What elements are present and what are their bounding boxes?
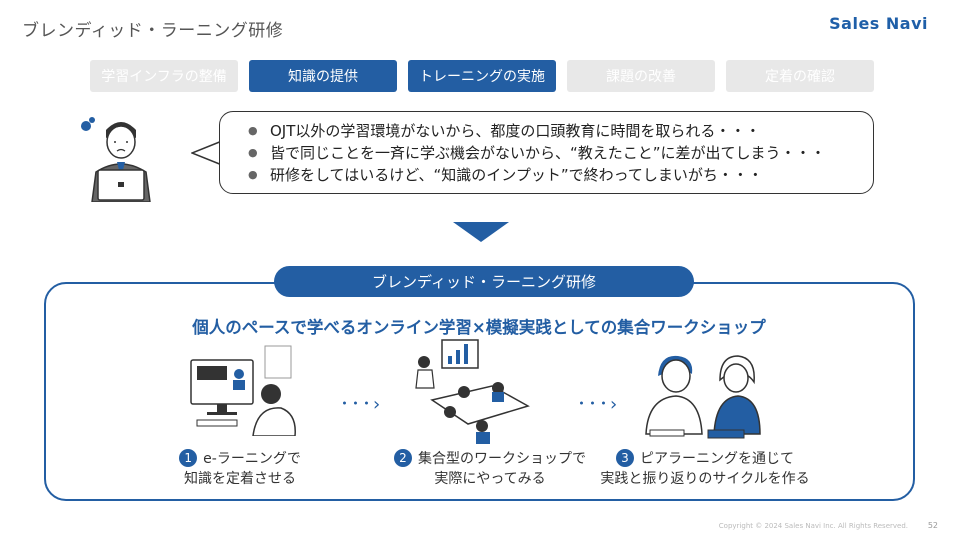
solution-headline: 個人のペースで学べるオンライン学習×模擬実践としての集合ワークショップ: [192, 318, 766, 337]
page-number: 52: [927, 521, 938, 530]
workshop-illustration: [415, 339, 530, 444]
problems-bubble: OJT以外の学習環境がないから、都度の口頭教育に時間を取られる・・・ 皆で同じこ…: [219, 111, 874, 194]
down-arrow-icon: [453, 222, 509, 242]
flow-arrow-icon: ･･･›: [340, 394, 383, 415]
number-badge: 1: [179, 449, 198, 467]
problem-item: 皆で同じことを一斉に学ぶ機会がないから、“教えたこと”に差が出てしまう・・・: [248, 142, 873, 164]
page-title: ブレンディッド・ラーニング研修: [22, 21, 284, 41]
speech-bubble-tail: [191, 140, 223, 166]
problem-item: OJT以外の学習環境がないから、都度の口頭教育に時間を取られる・・・: [248, 120, 873, 142]
problem-item: 研修をしてはいるけど、“知識のインプット”で終わってしまいがち・・・: [248, 164, 873, 186]
worried-person-illustration: [81, 117, 151, 202]
solution-label: ブレンディッド・ラーニング研修: [274, 266, 694, 297]
step-improvement: 課題の改善: [567, 60, 715, 92]
brand-logo: Sales Navi: [829, 14, 928, 33]
elearning-illustration: [190, 345, 296, 436]
number-badge: 2: [394, 449, 412, 467]
number-badge: 3: [616, 449, 634, 467]
step-training: トレーニングの実施: [408, 60, 556, 92]
step-infrastructure: 学習インフラの整備: [90, 60, 238, 92]
peer-learning-illustration: [645, 355, 761, 439]
flow-arrow-icon: ･･･›: [577, 394, 620, 415]
step-confirmation: 定着の確認: [726, 60, 874, 92]
copyright: Copyright © 2024 Sales Navi Inc. All Rig…: [718, 522, 908, 530]
process-steps: 学習インフラの整備 知識の提供 トレーニングの実施 課題の改善 定着の確認: [90, 60, 874, 92]
step-knowledge: 知識の提供: [249, 60, 397, 92]
